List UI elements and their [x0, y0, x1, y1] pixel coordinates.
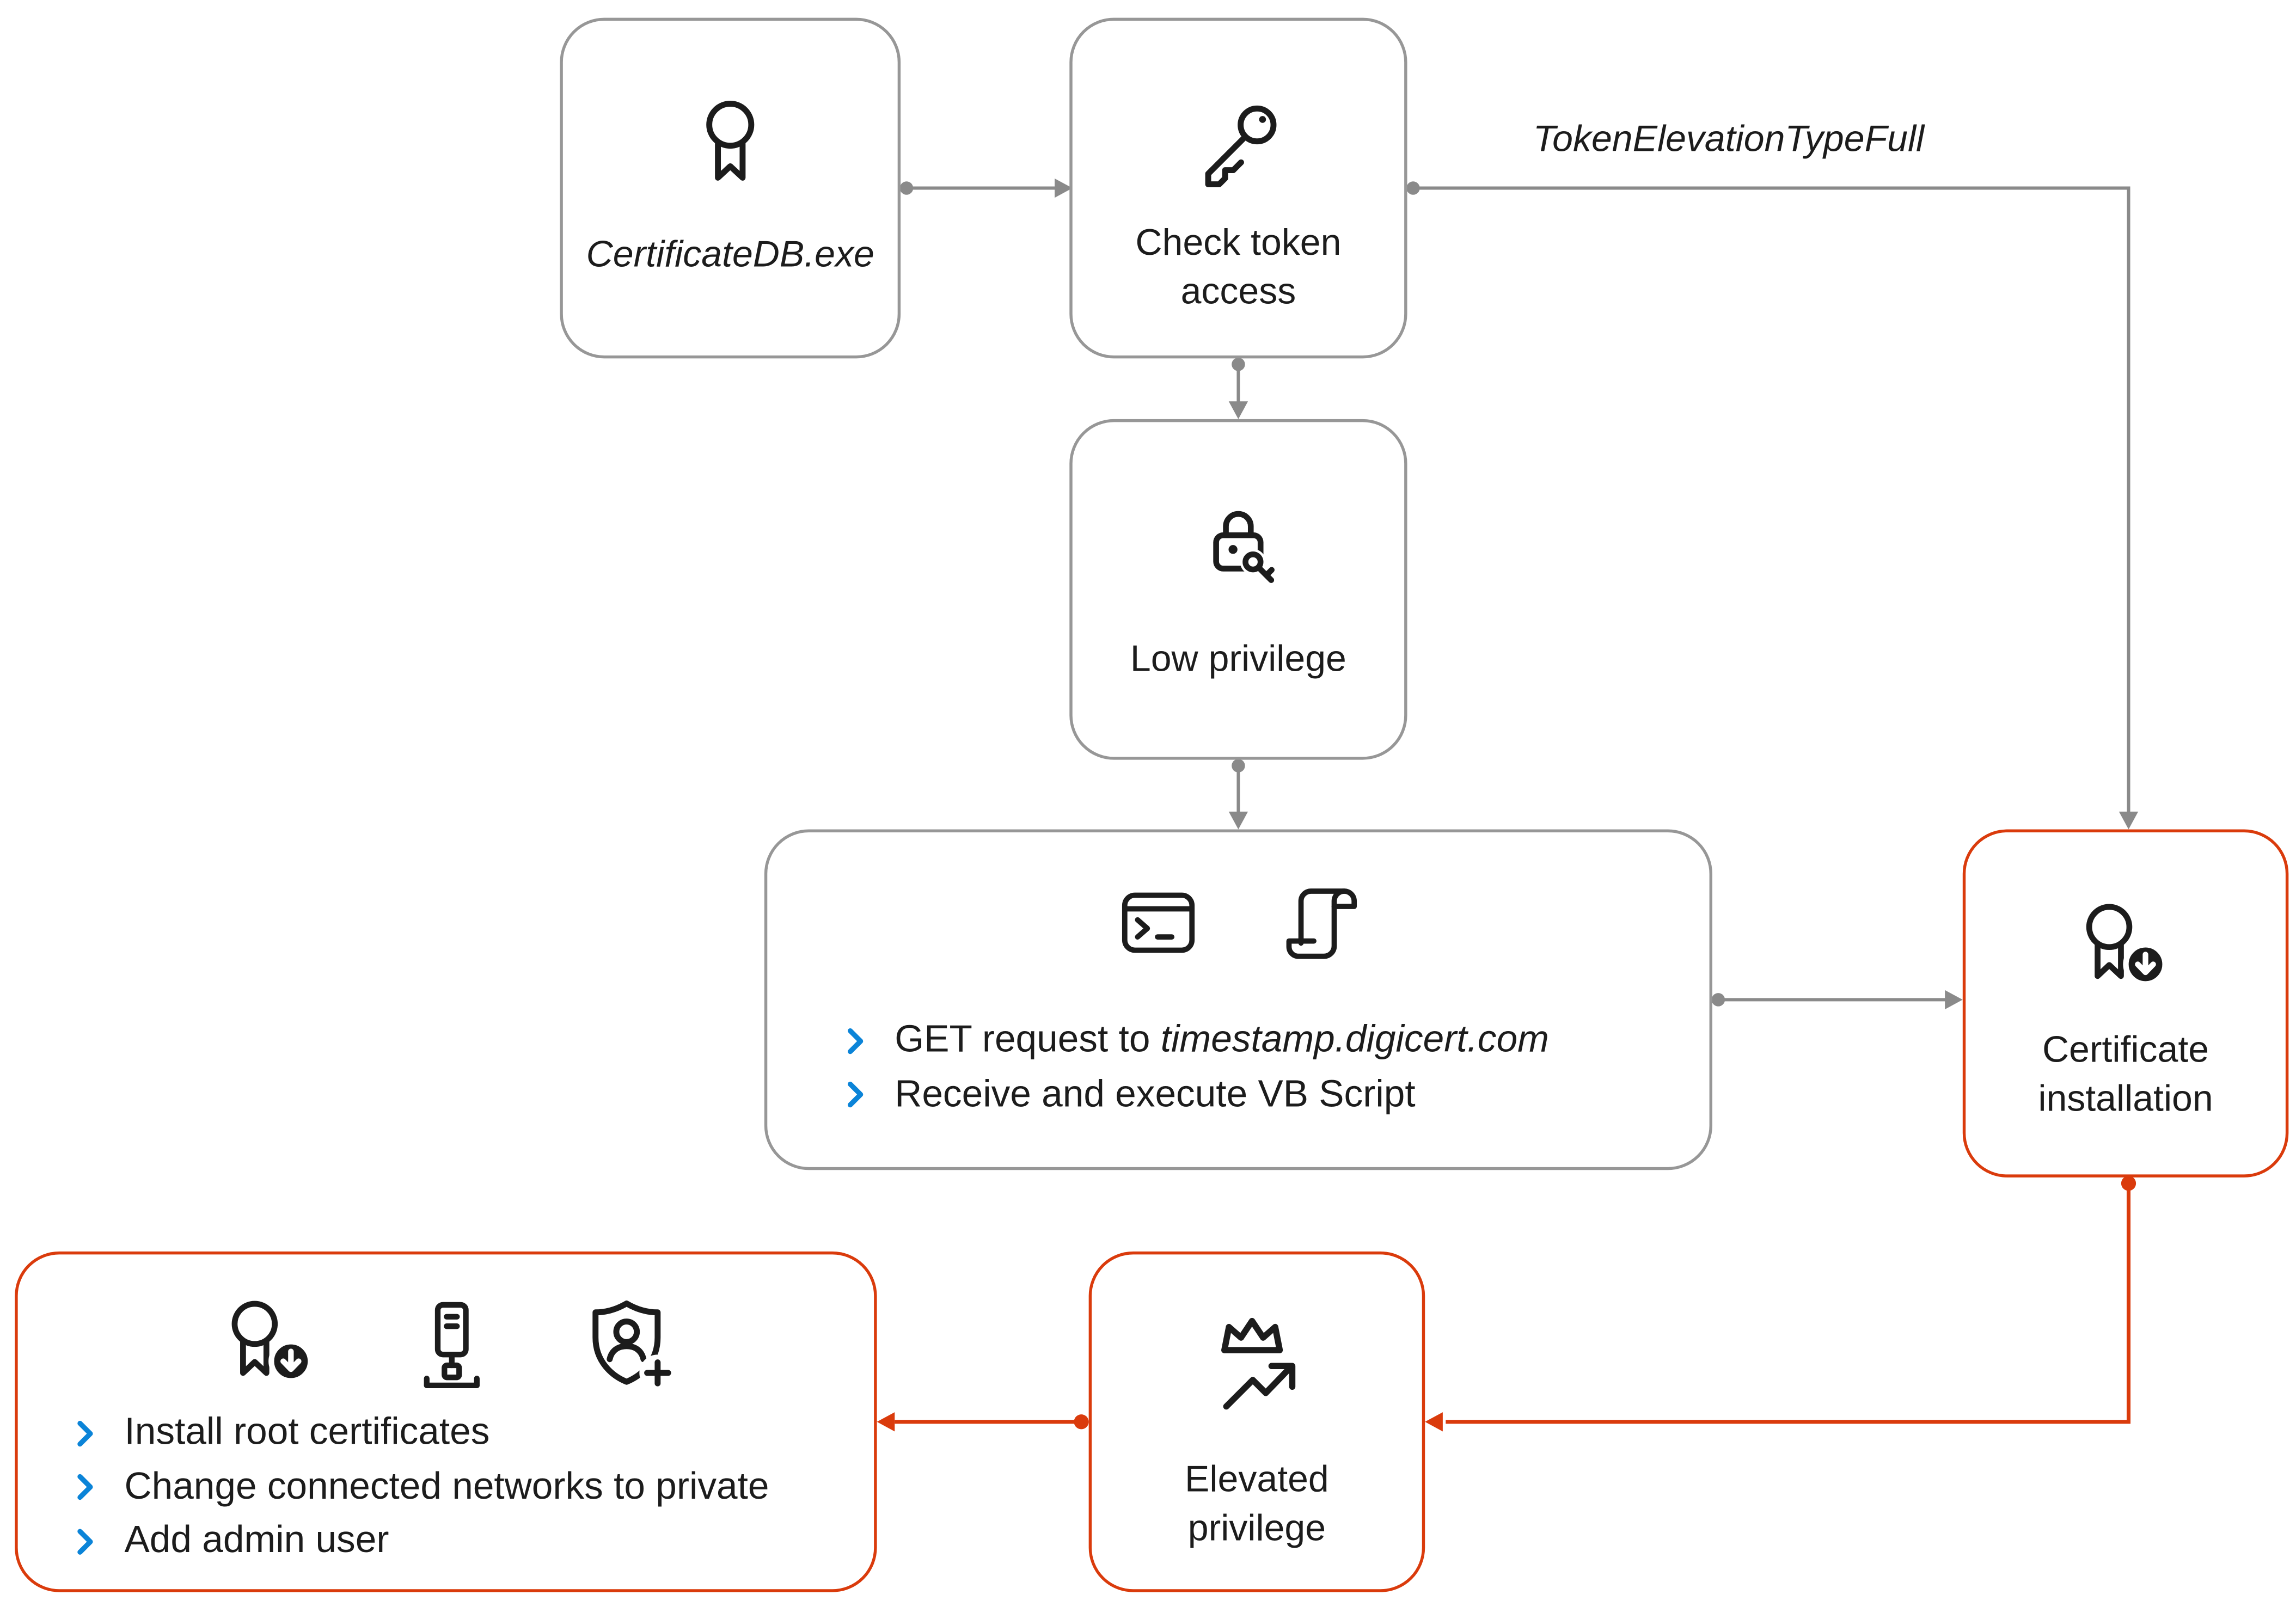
bullet-get-request: GET request to timestamp.digicert.com [841, 1019, 1709, 1060]
actions-bullet-list: Install root certificates Change connect… [18, 1414, 874, 1577]
gray-connector-ends [899, 178, 2139, 1010]
bullet-change-networks-private: Change connected networks to private [71, 1468, 874, 1506]
bullet-vbscript: Receive and execute VB Script [841, 1073, 1709, 1115]
edge-label-token-elevation: TokenElevationTypeFull [1533, 118, 1925, 160]
certificate-download-icon [2086, 904, 2168, 987]
node-certificatedb-exe: CertificateDB.exe [560, 17, 901, 359]
server-network-icon [424, 1302, 480, 1389]
node-label: CertificateDB.exe [586, 234, 874, 276]
terminal-icon [1122, 892, 1195, 953]
certificate-download-icon [231, 1301, 314, 1384]
bullet-install-root-certificates: Install root certificates [71, 1414, 874, 1452]
node-label: Certificate installation [2038, 1029, 2213, 1120]
bullet-add-admin-user: Add admin user [71, 1519, 874, 1561]
node-script-payload: GET request to timestamp.digicert.com Re… [764, 829, 1713, 1170]
node-label: Low privilege [1130, 638, 1346, 680]
node-label: Elevated privilege [1185, 1458, 1329, 1549]
red-connector-ends [877, 1176, 2136, 1432]
node-check-token-access: Check token access [1069, 17, 1407, 359]
chevron-right-icon [847, 1082, 864, 1108]
arrowhead-right-icon [1945, 990, 1963, 1010]
actions-icon-row [210, 1287, 681, 1396]
payload-icon-row [1110, 874, 1367, 972]
node-elevated-privilege: Elevated privilege [1088, 1251, 1425, 1592]
arrowhead-left-icon [877, 1412, 895, 1432]
red-connector-lines [895, 1177, 2131, 1424]
arrowhead-left-icon [1425, 1412, 1443, 1432]
shield-person-add-icon [592, 1300, 676, 1391]
bullet-text: GET request to timestamp.digicert.com [895, 1019, 1549, 1060]
arrowhead-right-icon [1055, 178, 1073, 198]
bullet-text-prefix: GET request to [895, 1019, 1161, 1060]
chevron-right-icon [847, 1028, 864, 1054]
key-icon [1205, 105, 1277, 188]
node-post-exploitation-actions: Install root certificates Change connect… [15, 1251, 877, 1592]
chevron-right-icon [77, 1474, 93, 1500]
arrowhead-down-icon [1228, 401, 1248, 419]
bullet-text: Change connected networks to private [124, 1465, 769, 1507]
chevron-right-icon [77, 1528, 93, 1555]
bullet-text: Install root certificates [124, 1411, 490, 1453]
arrowhead-down-icon [1228, 811, 1248, 830]
bullet-text: Receive and execute VB Script [895, 1073, 1416, 1115]
chevron-right-icon [77, 1420, 93, 1446]
lock-with-key-icon [1213, 511, 1275, 583]
node-certificate-installation: Certificate installation [1962, 829, 2289, 1178]
arrowhead-down-icon [2119, 811, 2139, 830]
bullet-text: Add admin user [124, 1519, 389, 1561]
crown-trend-up-icon [1220, 1317, 1295, 1410]
payload-bullet-list: GET request to timestamp.digicert.com Re… [767, 1019, 1709, 1130]
bullet-text-domain: timestamp.digicert.com [1160, 1019, 1549, 1060]
certificate-award-icon [706, 101, 755, 181]
node-label: Check token access [1135, 222, 1342, 313]
script-scroll-icon [1286, 888, 1357, 959]
node-low-privilege: Low privilege [1069, 419, 1407, 760]
